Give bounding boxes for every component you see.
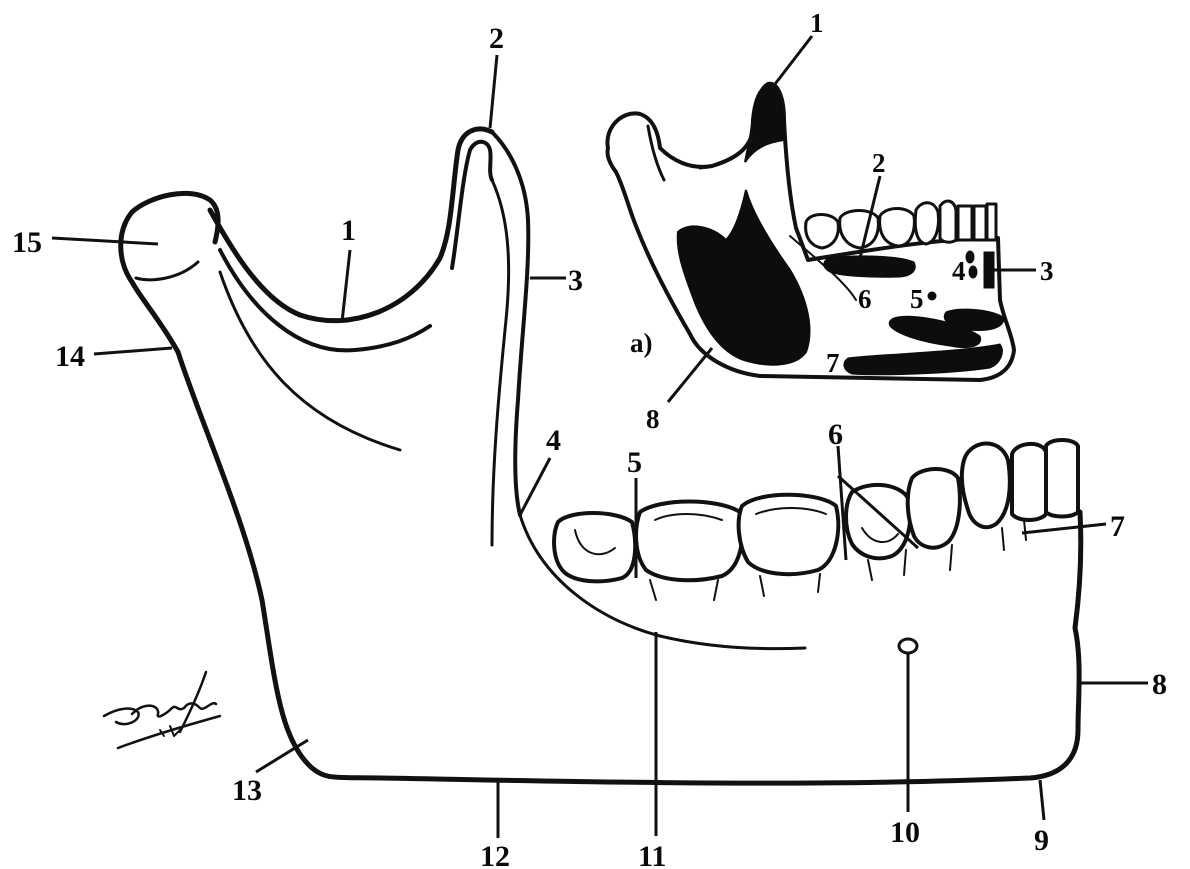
label-main-6: 6 [828, 418, 843, 451]
inset-mandible [607, 84, 1014, 380]
inset-tooth-8 [987, 204, 996, 240]
inset-spine-dot-1 [966, 251, 974, 263]
artist-signature [104, 672, 220, 748]
tooth-premolar-2 [846, 485, 910, 558]
label-main-13: 13 [232, 774, 262, 807]
leader-4 [520, 458, 550, 515]
label-main-1: 1 [341, 214, 356, 247]
inset-teeth [806, 201, 996, 248]
inset-spine-dot-2 [969, 266, 977, 278]
tooth-premolar-1 [908, 469, 960, 548]
inset-genial-bar [984, 252, 994, 288]
inset-coronoid-fill [745, 84, 784, 162]
label-main-7: 7 [1110, 510, 1125, 543]
label-inset-4: 4 [952, 256, 966, 286]
label-inset-3: 3 [1040, 256, 1054, 286]
inset-leader-1 [772, 36, 812, 88]
ramus-ridge [220, 272, 400, 450]
leader-1 [342, 250, 350, 322]
label-main-3: 3 [568, 264, 583, 297]
inset-tooth-1 [806, 215, 839, 249]
label-main-8: 8 [1152, 668, 1167, 701]
temporal-crest [492, 180, 509, 545]
tooth-incisor-central [1046, 440, 1078, 517]
inset-tooth-2 [840, 211, 879, 249]
leader-7 [1022, 524, 1106, 533]
tooth-molar-3 [554, 513, 635, 581]
inset-coronoid-edge [700, 138, 752, 168]
label-main-11: 11 [638, 840, 666, 869]
label-main-2: 2 [489, 22, 504, 55]
inset-tag: a) [630, 328, 653, 358]
label-main-10: 10 [890, 816, 920, 849]
leader-9 [1040, 780, 1044, 820]
label-inset-8: 8 [646, 404, 660, 434]
tooth-incisor-lateral [1012, 444, 1046, 520]
inset-pterygoid-fossa [678, 190, 810, 365]
inset-tooth-7 [974, 206, 986, 240]
label-main-4: 4 [546, 424, 561, 457]
label-inset-5: 5 [910, 284, 924, 314]
inset-tooth-6 [958, 206, 972, 240]
label-inset-6: 6 [858, 284, 872, 314]
inset-tooth-4 [915, 203, 938, 244]
tooth-molar-1 [739, 495, 839, 574]
inset-leader-8 [668, 348, 712, 402]
leader-15 [52, 238, 158, 244]
label-inset-2: 2 [872, 148, 886, 178]
label-main-9: 9 [1034, 824, 1049, 857]
leader-14 [94, 348, 172, 354]
condyle-inner-line [136, 262, 198, 280]
label-inset-7: 7 [826, 348, 840, 378]
label-main-15: 15 [12, 226, 42, 259]
label-main-5: 5 [627, 446, 642, 479]
condylar-head [121, 193, 218, 282]
tooth-canine [962, 443, 1010, 527]
leader-6a [838, 446, 846, 560]
label-main-12: 12 [480, 840, 510, 869]
label-inset-1: 1 [810, 8, 824, 38]
mental-foramen [899, 639, 917, 653]
inset-foramen-dot [928, 292, 936, 300]
inset-sublingual-fossa [824, 256, 916, 277]
leader-2 [490, 55, 497, 128]
inset-lower-border-mark [844, 344, 1002, 375]
inset-tooth-3 [880, 209, 915, 247]
ramus-posterior-border [132, 282, 178, 352]
label-main-14: 14 [55, 340, 85, 373]
inset-tooth-5 [940, 201, 956, 242]
